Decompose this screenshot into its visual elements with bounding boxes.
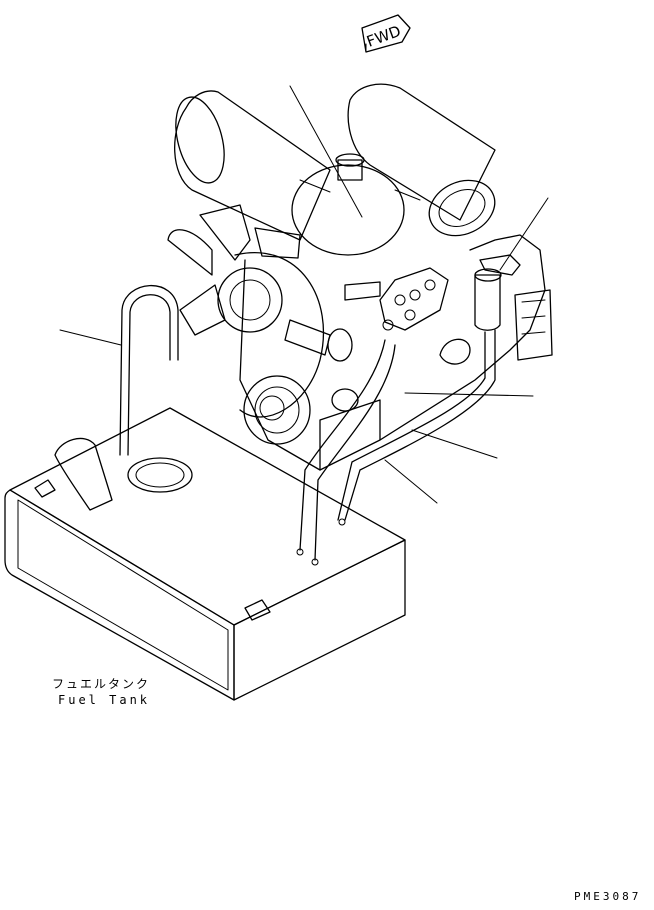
forward-arrow: FWD bbox=[361, 14, 411, 53]
leader-lines bbox=[59, 85, 549, 504]
engine-assembly bbox=[174, 83, 553, 471]
drawing-code: PME3087 bbox=[574, 890, 641, 903]
fuel-lines bbox=[119, 285, 496, 566]
cooling-fan bbox=[167, 204, 331, 445]
fuel-tank-label-en: Fuel Tank bbox=[58, 693, 150, 707]
fuel-tank-label-jp: フュエルタンク bbox=[52, 677, 150, 691]
fuel-tank bbox=[4, 407, 406, 701]
